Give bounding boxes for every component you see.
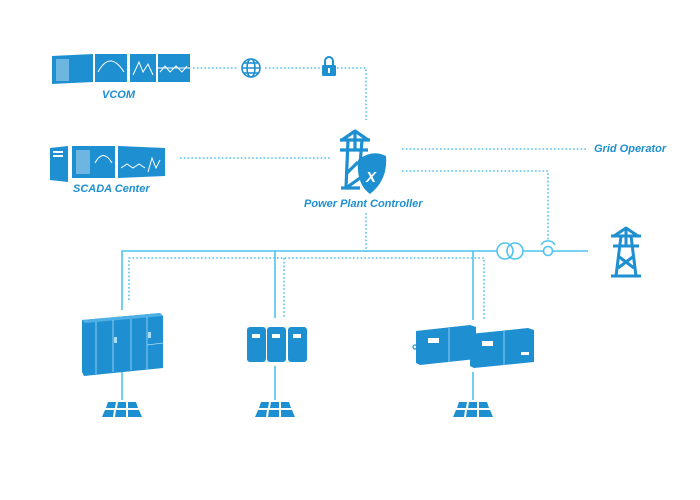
solar-panel-icon-2 <box>255 402 295 417</box>
comm-line-ppc-meter <box>402 170 549 240</box>
solar-panel-icon-3 <box>453 402 493 417</box>
scada-server-monitors-icon <box>50 146 165 182</box>
lock-icon <box>322 56 336 76</box>
wall-inverter-2 <box>466 328 534 368</box>
globe-icon <box>241 58 261 78</box>
wall-inverters-icon <box>412 325 534 368</box>
comm-line-inverters <box>128 257 485 320</box>
vcom-monitor-wall-icon <box>52 54 190 84</box>
string-inverter-1 <box>247 327 266 362</box>
comm-line-lock-ppc <box>337 67 367 120</box>
ppc-label: Power Plant Controller <box>304 198 423 210</box>
string-inverter-2 <box>267 327 286 362</box>
scada-label: SCADA Center <box>73 183 150 195</box>
grid-operator-label: Grid Operator <box>594 143 667 155</box>
string-inverters-icon <box>247 327 307 362</box>
ppc-logo-x: X <box>365 169 377 186</box>
power-lines <box>121 250 588 400</box>
string-inverter-3 <box>288 327 307 362</box>
ppc-pylon-shield-icon: X <box>340 129 387 194</box>
transmission-tower-icon <box>611 226 641 278</box>
transformer-icon <box>496 242 524 260</box>
meter-point-icon <box>540 240 556 257</box>
power-bus <box>121 250 497 310</box>
solar-panel-icon-1 <box>102 402 142 417</box>
central-inverter-icon <box>82 313 164 376</box>
communication-lines <box>128 67 588 320</box>
wall-inverter-1 <box>412 325 476 365</box>
vcom-label: VCOM <box>102 89 135 101</box>
